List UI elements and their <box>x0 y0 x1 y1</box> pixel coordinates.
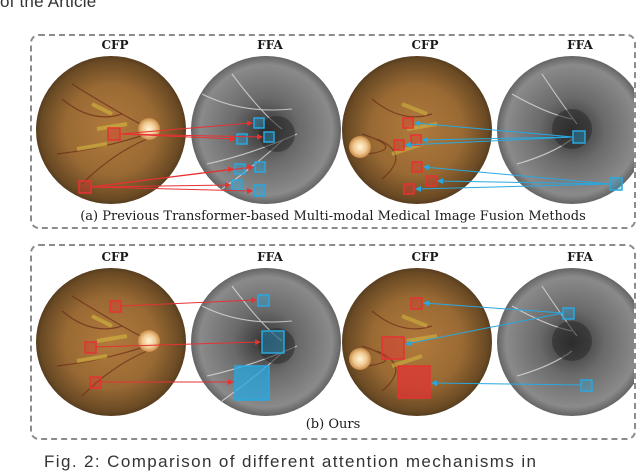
figure-row-a <box>32 54 634 206</box>
panel-ours: CFP FFA CFP FFA <box>30 244 636 440</box>
label-ffa-4: FFA <box>567 250 593 264</box>
cfp-image-1 <box>36 56 186 204</box>
label-ffa-2: FFA <box>567 38 593 52</box>
figure-caption: Fig. 2: Comparison of different attentio… <box>44 452 538 471</box>
label-ffa-3: FFA <box>257 250 283 264</box>
ffa-image-2 <box>497 56 634 204</box>
cfp-image-2 <box>342 56 492 204</box>
cfp-image-3 <box>36 268 186 416</box>
label-cfp-3: CFP <box>101 250 129 264</box>
label-ffa-1: FFA <box>257 38 283 52</box>
caption-a: (a) Previous Transformer-based Multi-mod… <box>80 209 586 224</box>
ffa-image-1 <box>191 56 341 204</box>
panel-previous-methods: CFP FFA CFP FFA <box>30 34 636 229</box>
preceding-text-fragment: of the Article <box>0 0 97 11</box>
label-cfp-4: CFP <box>411 250 439 264</box>
label-cfp-2: CFP <box>411 38 439 52</box>
ffa-image-4 <box>497 268 634 416</box>
label-cfp-1: CFP <box>101 38 129 52</box>
figure-row-b <box>32 266 634 418</box>
caption-b: (b) Ours <box>305 417 361 432</box>
